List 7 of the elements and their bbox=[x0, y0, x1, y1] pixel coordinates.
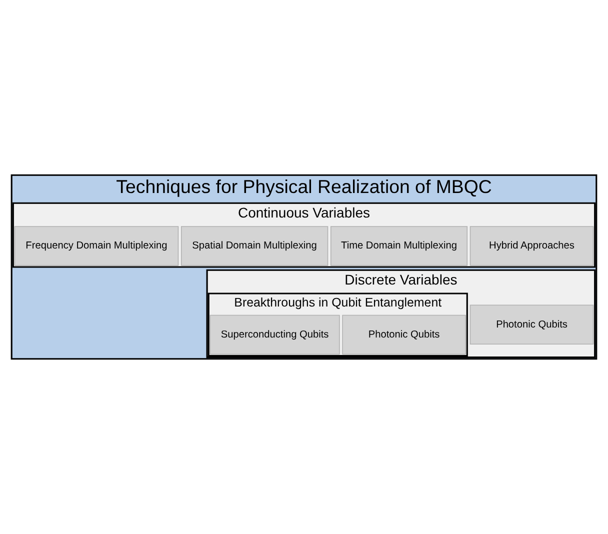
node-box: Spatial Domain Multiplexing bbox=[180, 226, 328, 266]
node-box: Hybrid Approaches bbox=[470, 226, 594, 266]
node-box: Time Domain Multiplexing bbox=[330, 226, 468, 266]
node-box: Photonic Qubits bbox=[342, 314, 466, 355]
node-box: Frequency Domain Multiplexing bbox=[14, 226, 179, 266]
node-box: Superconducting Qubits bbox=[210, 314, 340, 355]
node-box: Photonic Qubits bbox=[470, 304, 594, 344]
